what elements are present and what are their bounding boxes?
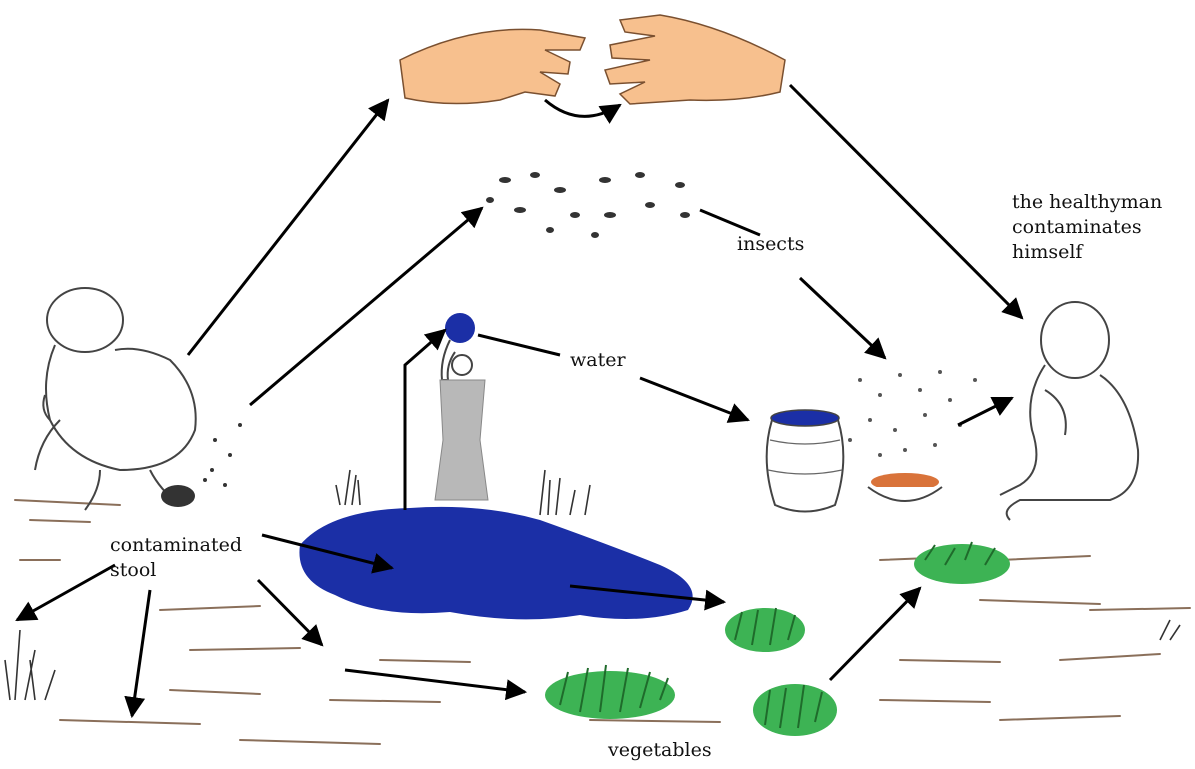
arrow-stool-down-right <box>258 580 322 645</box>
stool-flies <box>203 423 242 487</box>
woman-dress <box>435 380 488 500</box>
vegetable-patch-upper-right <box>914 542 1010 584</box>
left-hand <box>400 29 585 103</box>
arrow-stool-to-vegetables <box>345 670 525 692</box>
woman-carrying-water <box>435 313 488 500</box>
insects-swarm <box>486 172 690 238</box>
arrow-hands-to-healthy-man <box>790 85 1022 318</box>
water-label: water <box>570 348 626 373</box>
insects-label: insects <box>737 232 804 257</box>
transmission-arrows <box>17 85 1022 716</box>
sick-child-figure <box>35 288 196 510</box>
pointer-lines <box>478 210 760 355</box>
arrow-stool-to-left-ground <box>17 565 115 620</box>
food-bowl <box>868 473 942 501</box>
water-jar-on-head <box>445 313 475 343</box>
healthy-man-figure <box>1000 302 1138 520</box>
arrow-insects-to-food <box>800 278 885 358</box>
right-hand <box>605 15 785 104</box>
arrow-child-to-hands <box>188 100 388 355</box>
vegetable-patch-bottom <box>545 665 675 719</box>
hands-illustration <box>400 15 785 104</box>
arrow-water-to-jar <box>640 378 748 420</box>
storage-jar <box>767 410 844 512</box>
arrow-vegetables-to-upper-patch <box>830 588 920 680</box>
contaminated-stool-label: contaminated stool <box>110 533 242 583</box>
vegetables-label: vegetables <box>608 738 712 763</box>
stool-pile <box>161 485 195 507</box>
vegetable-patch-lower <box>753 684 837 736</box>
arrow-food-to-healthy-man <box>958 398 1012 425</box>
healthy-man-label: the healthyman contaminates himself <box>1012 190 1162 265</box>
vegetable-patch-middle <box>725 608 805 652</box>
hand-swap-arrow <box>545 100 620 116</box>
water-pointer <box>478 335 560 355</box>
pond <box>299 507 692 619</box>
insects-near-food <box>848 370 977 457</box>
arrow-stool-to-lower-ground <box>132 590 150 716</box>
